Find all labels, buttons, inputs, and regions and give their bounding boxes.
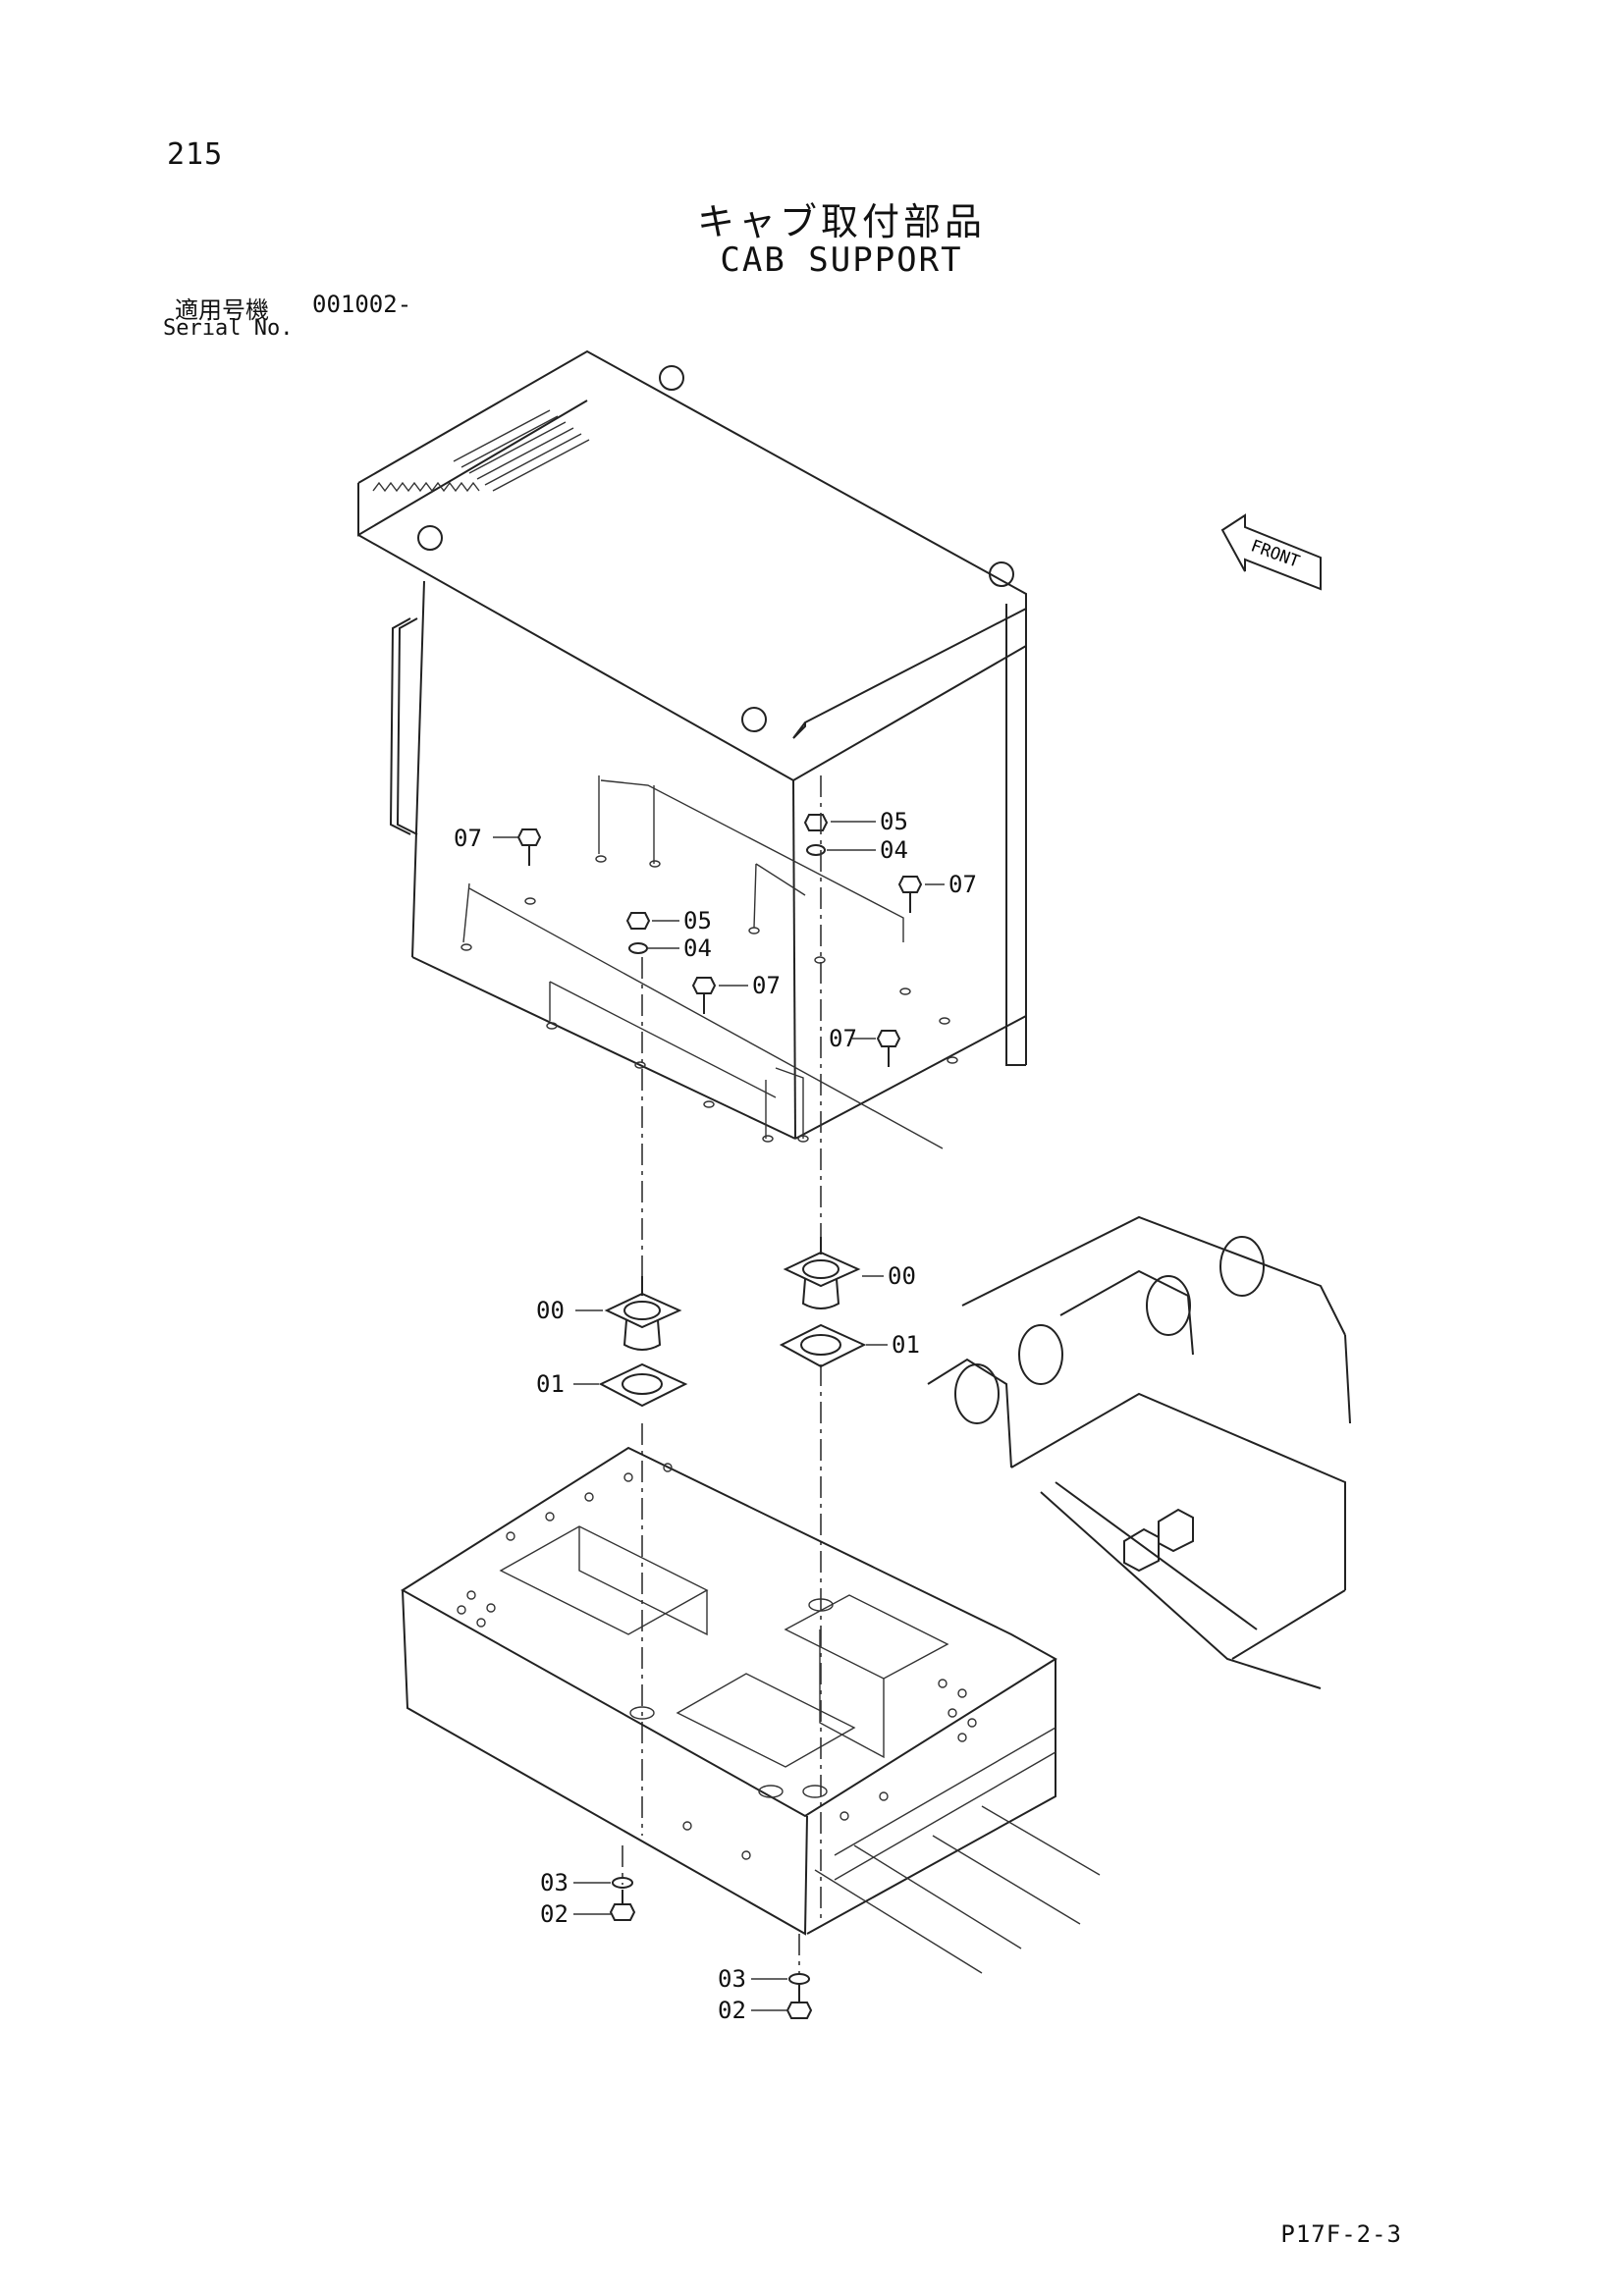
callout-02-right: 02 — [718, 1997, 746, 2024]
callout-05-b: 05 — [683, 907, 712, 934]
hardware-lower — [609, 1877, 813, 2019]
callout-00-left: 00 — [536, 1297, 565, 1324]
serial-label-japanese: 適用号機 — [175, 296, 269, 324]
callout-01-right: 01 — [892, 1331, 920, 1359]
callout-07-c: 07 — [752, 972, 781, 999]
callout-07-b: 07 — [948, 871, 977, 898]
alignment-lines — [622, 775, 822, 1973]
main-frame — [401, 1215, 1351, 1974]
callout-02-left: 02 — [540, 1900, 568, 1928]
callout-04-a: 04 — [880, 836, 908, 864]
mount-left — [598, 1276, 688, 1408]
mount-right — [779, 1237, 867, 1368]
hardware-upper — [516, 814, 923, 1067]
callout-05-a: 05 — [880, 808, 908, 835]
front-arrow-icon: FRONT — [1220, 513, 1322, 591]
callout-07-a: 07 — [454, 825, 482, 852]
title-japanese: キャブ取付部品 — [696, 200, 986, 243]
callout-04-b: 04 — [683, 934, 712, 962]
serial-value: 001002- — [312, 291, 412, 318]
title-english: CAB SUPPORT — [720, 240, 963, 280]
callout-01-left: 01 — [536, 1370, 565, 1398]
figure-code: P17F-2-3 — [1280, 2220, 1402, 2248]
serial-label-english: Serial No. — [163, 316, 294, 341]
callout-00-right: 00 — [888, 1262, 916, 1290]
callout-03-left: 03 — [540, 1869, 568, 1896]
page-number: 215 — [167, 137, 224, 172]
callout-03-right: 03 — [718, 1965, 746, 1993]
front-label: FRONT — [1248, 536, 1302, 571]
leader-lines — [493, 821, 945, 2011]
cab-body — [357, 349, 1027, 1149]
callout-07-d: 07 — [829, 1025, 857, 1052]
